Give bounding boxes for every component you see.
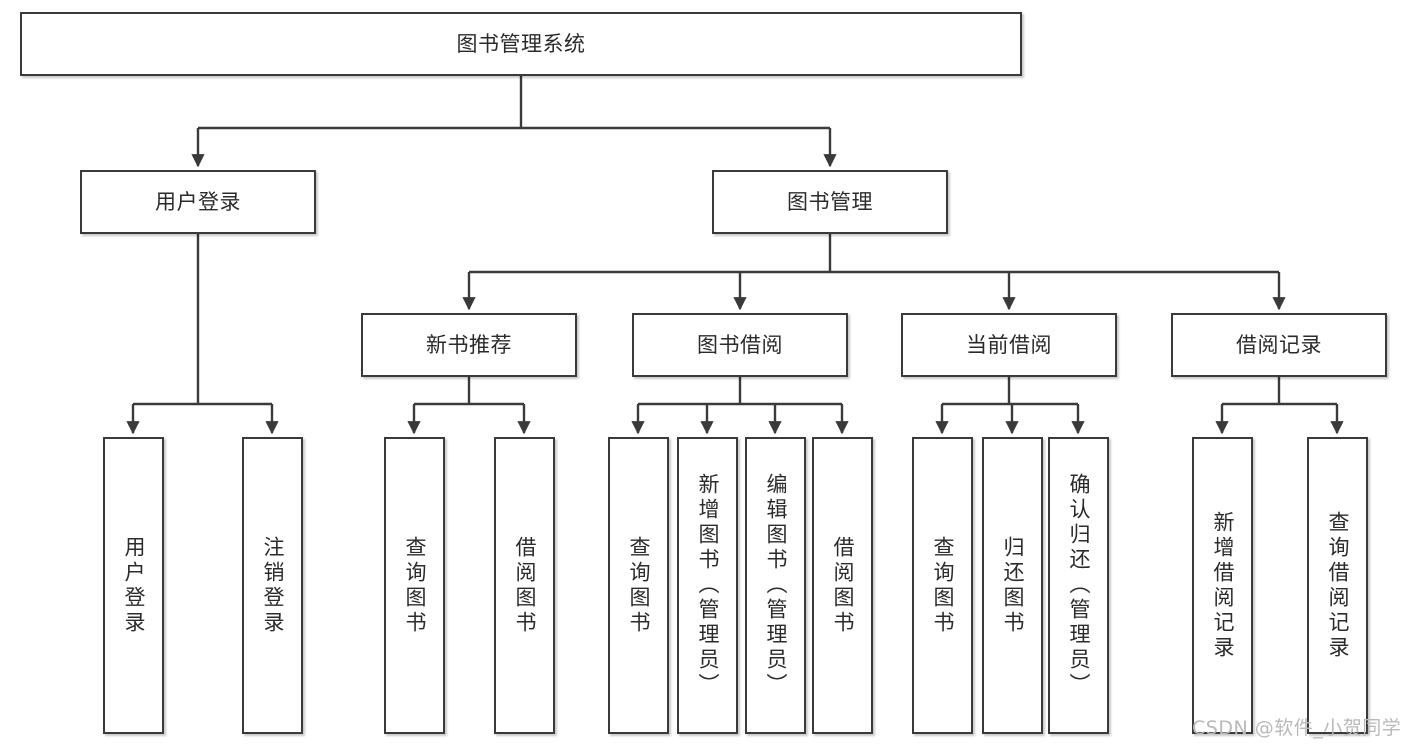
- node-leaf-return-book-label: 归还图书: [1001, 535, 1025, 636]
- node-leaf-query-book-1[interactable]: 查询图书: [384, 437, 445, 734]
- node-new-book-recommend-label: 新书推荐: [426, 332, 512, 357]
- node-book-manage-label: 图书管理: [787, 189, 873, 214]
- node-leaf-return-book[interactable]: 归还图书: [982, 437, 1043, 734]
- node-leaf-query-book-2-label: 查询图书: [627, 535, 651, 636]
- node-leaf-confirm-return-label: 确认归还（管理员）: [1067, 473, 1091, 698]
- node-leaf-user-login[interactable]: 用户登录: [103, 437, 164, 734]
- node-leaf-edit-book-label: 编辑图书（管理员）: [764, 473, 788, 698]
- node-book-borrow[interactable]: 图书借阅: [632, 313, 848, 377]
- node-borrow-record[interactable]: 借阅记录: [1171, 313, 1387, 377]
- node-borrow-record-label: 借阅记录: [1236, 332, 1322, 357]
- node-leaf-add-record[interactable]: 新增借阅记录: [1192, 437, 1253, 734]
- node-book-borrow-label: 图书借阅: [697, 332, 783, 357]
- node-leaf-logout-login[interactable]: 注销登录: [242, 437, 303, 734]
- watermark-text: CSDN @软件_小贺同学: [1192, 717, 1402, 739]
- node-leaf-logout-login-label: 注销登录: [261, 535, 285, 636]
- node-root-label: 图书管理系统: [456, 31, 586, 56]
- node-leaf-user-login-label: 用户登录: [122, 535, 146, 636]
- node-leaf-add-book[interactable]: 新增图书（管理员）: [677, 437, 738, 734]
- node-leaf-query-book-2[interactable]: 查询图书: [608, 437, 669, 734]
- node-leaf-edit-book[interactable]: 编辑图书（管理员）: [745, 437, 806, 734]
- node-leaf-borrow-book-2-label: 借阅图书: [831, 535, 855, 636]
- node-leaf-query-book-3[interactable]: 查询图书: [912, 437, 973, 734]
- node-current-borrow-label: 当前借阅: [966, 332, 1052, 357]
- node-leaf-add-record-label: 新增借阅记录: [1211, 510, 1235, 661]
- node-leaf-query-record-label: 查询借阅记录: [1326, 510, 1350, 661]
- node-root[interactable]: 图书管理系统: [20, 12, 1022, 76]
- node-leaf-query-book-1-label: 查询图书: [403, 535, 427, 636]
- node-leaf-borrow-book-1-label: 借阅图书: [513, 535, 537, 636]
- node-leaf-borrow-book-1[interactable]: 借阅图书: [494, 437, 555, 734]
- node-leaf-borrow-book-2[interactable]: 借阅图书: [812, 437, 873, 734]
- node-leaf-confirm-return[interactable]: 确认归还（管理员）: [1048, 437, 1109, 734]
- node-user-login-label: 用户登录: [155, 189, 241, 214]
- node-current-borrow[interactable]: 当前借阅: [901, 313, 1117, 377]
- node-leaf-add-book-label: 新增图书（管理员）: [696, 473, 720, 698]
- node-user-login[interactable]: 用户登录: [80, 170, 316, 234]
- node-new-book-recommend[interactable]: 新书推荐: [361, 313, 577, 377]
- node-leaf-query-book-3-label: 查询图书: [931, 535, 955, 636]
- node-leaf-query-record[interactable]: 查询借阅记录: [1307, 437, 1368, 734]
- node-book-manage[interactable]: 图书管理: [712, 170, 948, 234]
